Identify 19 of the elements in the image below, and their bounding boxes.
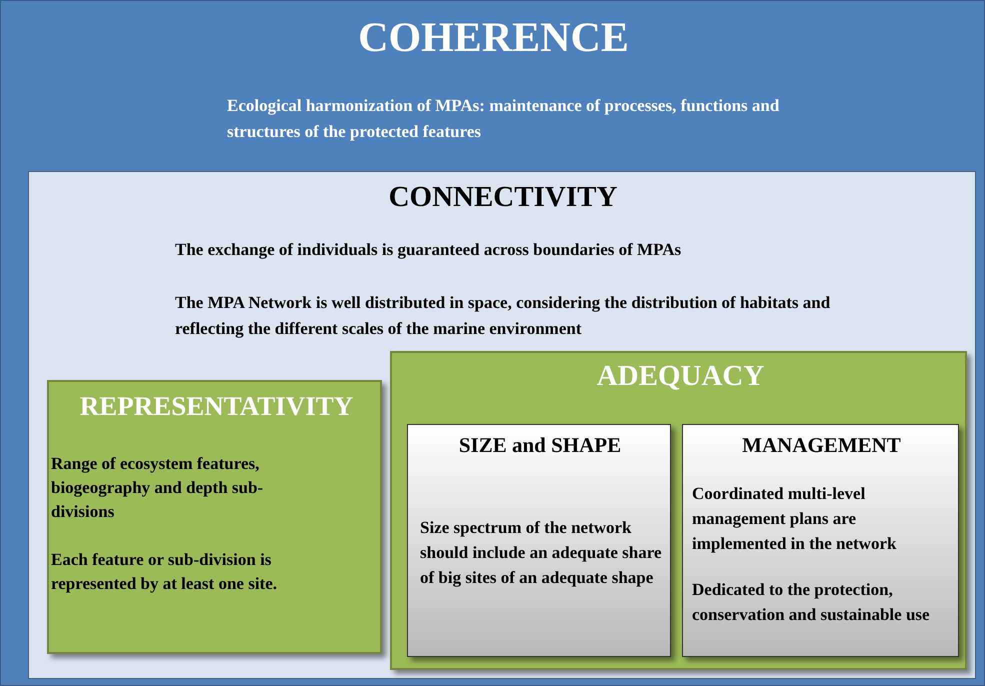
adequacy-box: [390, 351, 967, 670]
management-box: [682, 424, 959, 657]
box-heading: MANAGEMENT: [741, 433, 902, 458]
size-shape-box: [407, 424, 671, 657]
box-description: Coordinated multi-level management plans are implemented in the network: [692, 483, 898, 555]
panel-heading: COHERENCE: [357, 14, 630, 63]
box-heading: SIZE and SHAPE: [458, 433, 622, 458]
representativity-box: [47, 380, 382, 654]
panel-description: The exchange of individuals is guaranteed across boundaries of MPAs: [175, 240, 682, 260]
box-heading: ADEQUACY: [596, 359, 766, 394]
box-description: Dedicated to the protection, conservation and sustainable use: [692, 579, 931, 626]
panel-description: Ecological harmonization of MPAs: maintenance of processes, functions and structures of the protected features: [227, 95, 780, 143]
box-description: Size spectrum of the network should include an adequate share of big sites of an adequate shape: [420, 517, 663, 589]
panel-heading: CONNECTIVITY: [388, 180, 618, 215]
connectivity-panel: [28, 171, 976, 679]
box-description: Range of ecosystem features, biogeography and depth sub-divisions: [51, 453, 264, 523]
panel-description: The MPA Network is well distributed in space, considering the distribution of habitats and reflecting the different scales of the marine environment: [175, 292, 832, 340]
box-heading: REPRESENTATIVITY: [78, 390, 354, 422]
box-description: Each feature or sub-division is represented by at least one site.: [51, 549, 278, 595]
